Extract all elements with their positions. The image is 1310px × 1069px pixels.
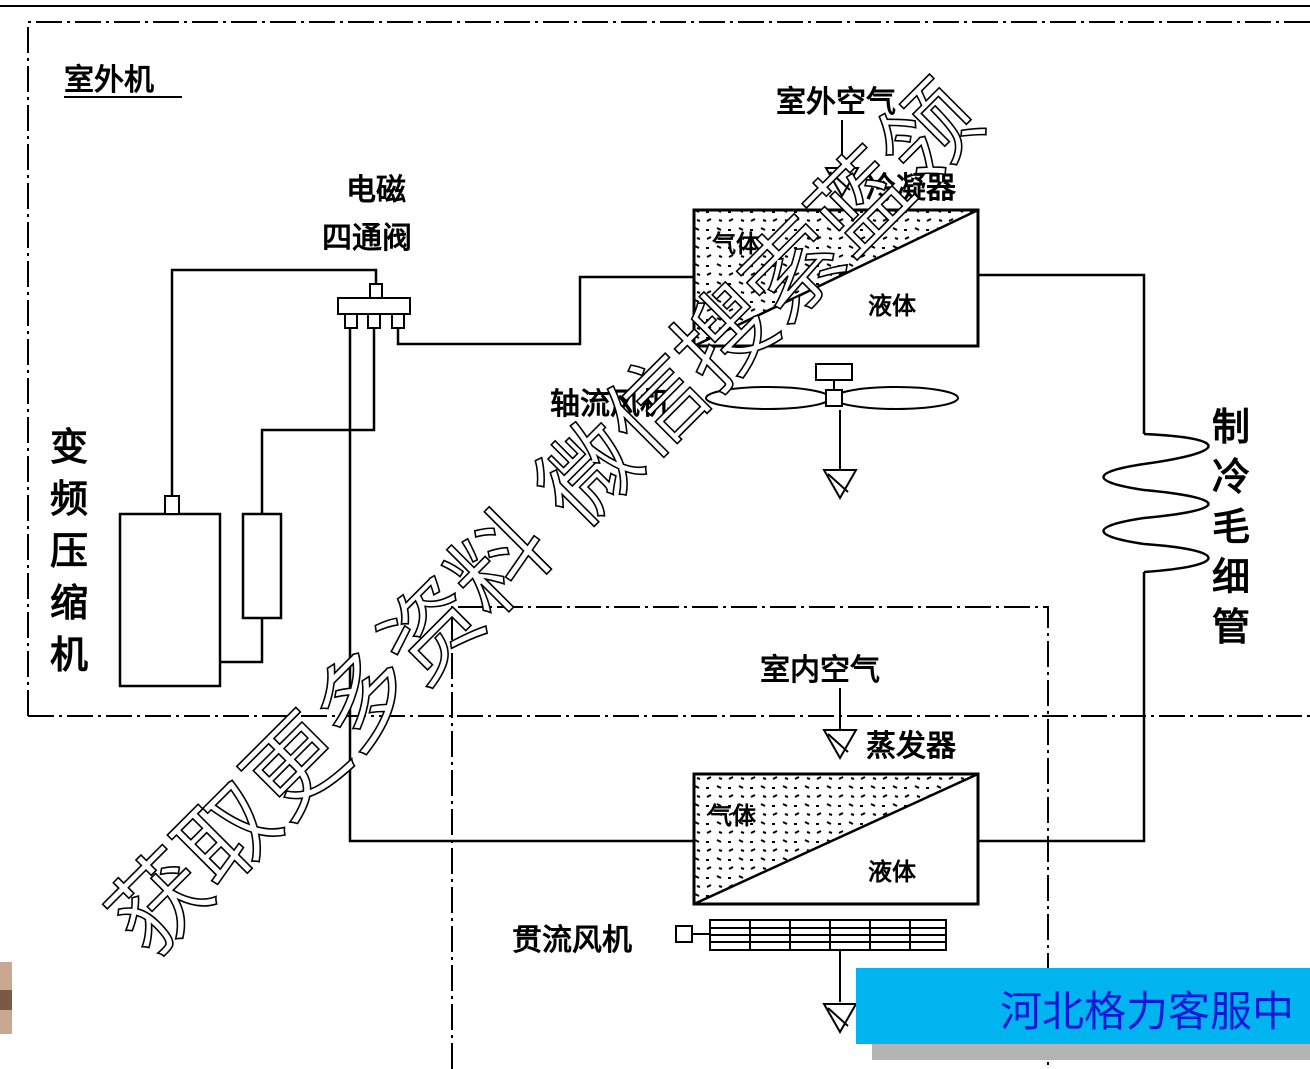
outdoor-air-label: 室外空气	[776, 85, 896, 120]
condenser-label: 冷凝器	[866, 171, 957, 206]
evaporator	[692, 772, 980, 906]
watermark-text: 获取更多资料 微信搜索蓝领	[87, 61, 1002, 976]
evaporator-liquid-label: 液体	[868, 858, 917, 886]
crossflow-fan-label: 贯流风机	[512, 923, 632, 958]
axial-fan-airflow-arrow	[822, 469, 858, 501]
axial-fan	[705, 363, 959, 410]
outdoor-unit-border	[27, 21, 1310, 717]
reversing-valve-label-2: 四通阀	[322, 221, 412, 256]
crossflow-fan-airflow-arrow	[822, 1003, 858, 1035]
indoor-air-arrow	[822, 729, 858, 761]
outdoor-air-arrow	[824, 167, 860, 199]
compressor-label: 变 频 压 缩 机	[50, 425, 101, 677]
indoor-air-label: 室内空气	[760, 653, 880, 688]
condenser-liquid-label: 液体	[868, 292, 917, 320]
banner-text: 河北格力客服中	[1000, 987, 1294, 1036]
condenser	[692, 208, 980, 348]
outdoor-unit-label: 室外机	[64, 63, 154, 98]
axial-fan-label: 轴流风机	[550, 387, 670, 422]
reversing-valve-label-1: 电磁	[346, 173, 406, 208]
indoor-unit-border	[451, 606, 1049, 1069]
condenser-gas-label: 气体	[711, 230, 761, 258]
corner-photo-fragment	[0, 962, 12, 1034]
capillary-label: 制 冷 毛 细 管	[1212, 405, 1263, 649]
compressor-body	[118, 512, 222, 688]
compressor-port	[164, 495, 180, 515]
accumulator	[241, 512, 283, 620]
capillary-tube	[1102, 432, 1210, 574]
evaporator-label: 蒸发器	[866, 729, 957, 764]
refrigerant-piping	[170, 268, 1146, 843]
reversing-valve	[337, 283, 411, 329]
evaporator-gas-label: 气体	[707, 802, 757, 830]
crossflow-fan	[675, 919, 947, 951]
banner	[856, 968, 1310, 1044]
